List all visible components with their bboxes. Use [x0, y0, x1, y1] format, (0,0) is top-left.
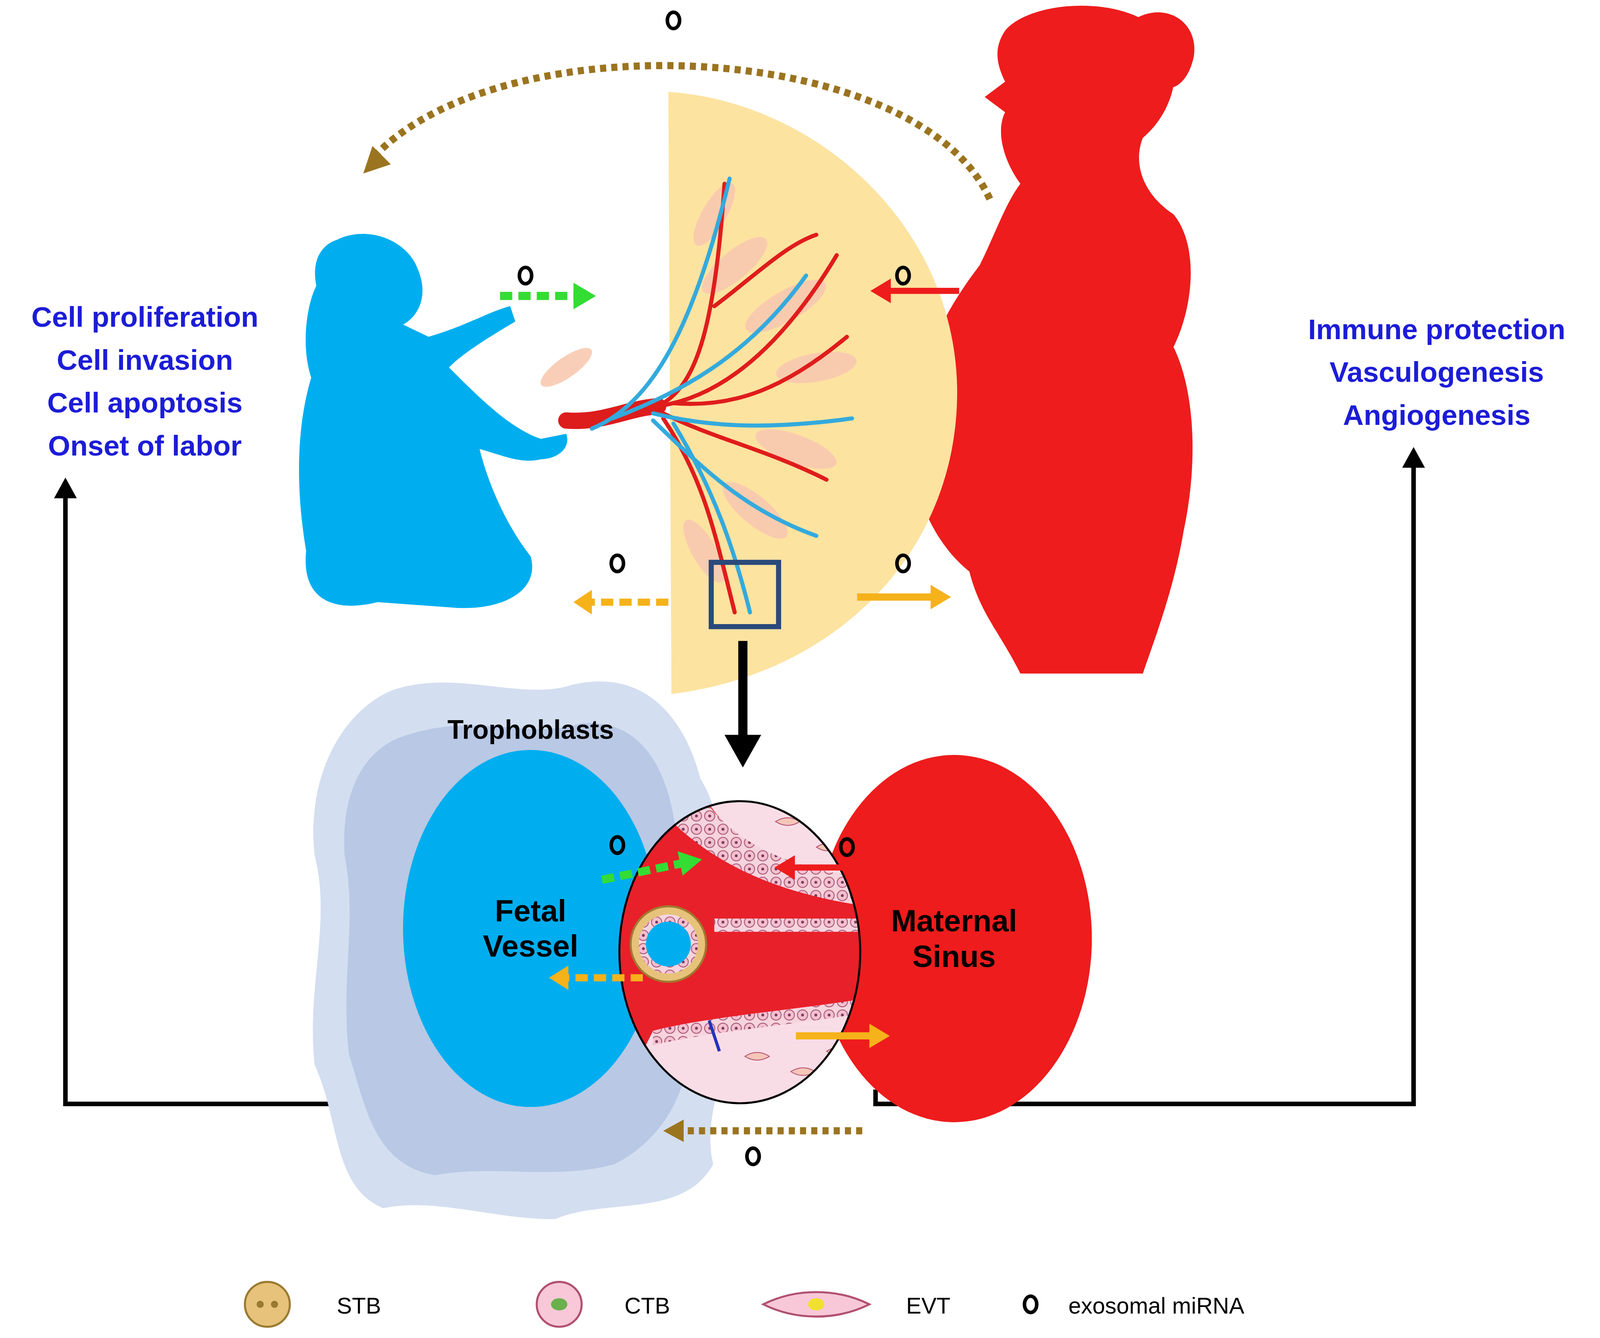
arrowhead — [53, 477, 77, 499]
exosomal-mirna-part — [519, 267, 532, 284]
label-text: Maternal Sinus — [871, 903, 1037, 974]
legend-icons-part — [244, 1281, 290, 1327]
label-text: Cell proliferation — [31, 295, 259, 339]
fetal-vessel: Fetal Vessel — [403, 750, 659, 1108]
placenta-part — [711, 562, 779, 627]
exosome-arrows-part — [738, 641, 748, 738]
placental-tissue-part-part — [775, 818, 800, 826]
outcome-list: Cell proliferationCell invasionCell apop… — [31, 295, 259, 468]
text-holder: Fetal Vessel — [403, 750, 659, 1108]
placenta-part-part — [653, 413, 852, 426]
fetus-silhouette — [299, 234, 568, 609]
cloud-outline — [312, 681, 735, 1220]
placenta-part-part — [673, 336, 848, 404]
legend-text: CTB — [624, 1292, 671, 1320]
exosome-arrows-part — [573, 282, 597, 310]
legend-icons-part — [256, 1300, 264, 1308]
exosome-arrows-part — [573, 589, 592, 615]
text-holder: Maternal Sinus — [816, 755, 1092, 1123]
exosome-arrows-part — [856, 593, 934, 601]
legend-icons — [244, 1281, 1037, 1327]
outcome-list: Immune protectionVasculogenesisAngiogene… — [1307, 308, 1566, 437]
label-text: Trophoblasts — [447, 714, 614, 746]
placenta-part — [591, 178, 852, 613]
placenta-part-part — [591, 178, 730, 429]
label-text: Onset of labor — [31, 424, 259, 468]
placenta-part-part — [658, 183, 725, 407]
placenta-part-part — [653, 420, 817, 536]
placenta-part — [535, 177, 860, 589]
ellipse-shape — [403, 750, 659, 1108]
label-text: Fetal Vessel — [462, 893, 599, 964]
exosomal-mirna-part — [897, 267, 910, 284]
placenta-part-part — [750, 421, 842, 478]
ellipse-outline — [816, 755, 1092, 1123]
placental-tissue-part-part — [744, 1052, 770, 1061]
label-text: Cell invasion — [31, 338, 259, 382]
legend-icons-part — [1024, 1296, 1038, 1313]
cloud-inner — [344, 723, 692, 1176]
legend-icons-part — [536, 1281, 582, 1327]
exosomal-mirna-part — [746, 1148, 760, 1165]
placenta-part-part — [773, 346, 860, 389]
placenta — [535, 91, 958, 695]
exosome-arrows-part — [377, 65, 990, 199]
maternal-sinus: Maternal Sinus — [816, 755, 1092, 1123]
mother-hair — [1132, 12, 1195, 89]
legend-text: STB — [336, 1292, 382, 1320]
label-text: Immune protection — [1307, 308, 1566, 351]
ellipse-outline — [403, 750, 659, 1108]
placenta-part-part — [612, 275, 807, 419]
trophoblast-region: TrophoblastsFetal Vessel — [306, 668, 735, 1220]
placental-tissue-part-part — [790, 1068, 816, 1076]
exosomal-mirna-part — [667, 12, 680, 29]
legend-text: exosomal miRNA — [1068, 1292, 1245, 1320]
legend-icons-part — [270, 1300, 278, 1308]
placenta-part — [658, 183, 848, 613]
label-text: Vasculogenesis — [1307, 350, 1566, 394]
placenta-part-part — [663, 418, 735, 613]
placenta-part-part — [535, 341, 598, 394]
legend-text: EVT — [906, 1292, 951, 1320]
mother-silhouette — [910, 5, 1193, 674]
exosome-arrows-part — [589, 598, 669, 606]
label-text: Angiogenesis — [1307, 393, 1566, 437]
exosome-arrows-part — [930, 584, 951, 610]
exosome-arrows-part — [887, 287, 959, 295]
exosome-arrows-part — [499, 292, 577, 301]
arrowhead — [1402, 446, 1425, 468]
legend-icons-part — [808, 1298, 825, 1311]
label-text: Cell apoptosis — [31, 381, 259, 425]
exosomal-mirna-part — [611, 555, 624, 572]
exosome-arrows — [363, 65, 990, 768]
placenta-part-part — [714, 234, 817, 307]
exosome-arrows-part — [724, 734, 762, 768]
legend-icons-part — [550, 1298, 568, 1311]
placenta-part — [668, 91, 958, 695]
legend-icons-part — [763, 1292, 870, 1317]
exosomal-mirna-part — [897, 555, 910, 572]
ellipse-shape — [816, 755, 1092, 1123]
exosome-arrows-part — [363, 145, 391, 174]
exosome-arrows-part — [870, 278, 891, 304]
exosome-arrows-detail-part — [774, 855, 795, 880]
